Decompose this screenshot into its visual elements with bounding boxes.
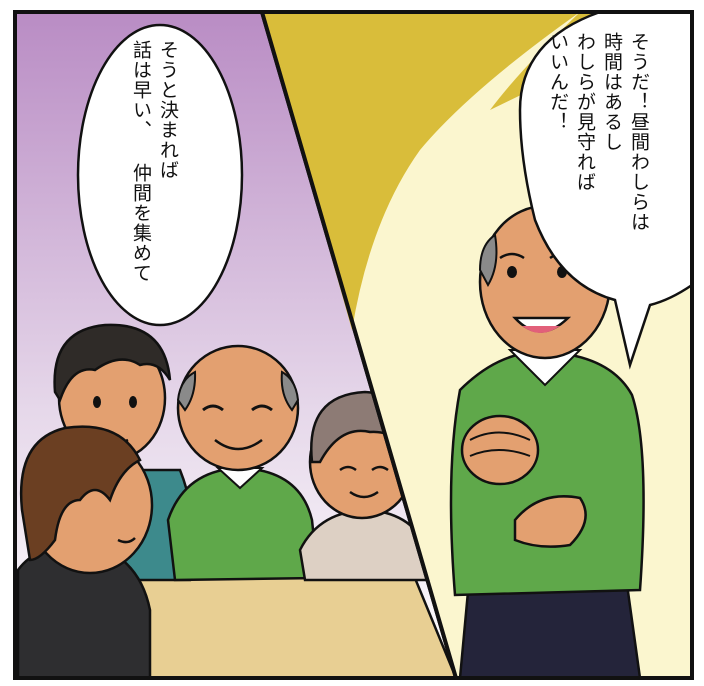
speech-bubble-left (76, 23, 244, 327)
speech-line: 話は早い、 仲間を集めて (130, 40, 152, 283)
speech-text-left: そうと決まれば 話は早い、 仲間を集めて (127, 40, 181, 283)
right-panel (259, 10, 694, 680)
speech-line: 時間はあるし (601, 32, 623, 152)
character-bald-old-man-left (166, 344, 320, 582)
speech-line: わしらが見守れば (574, 32, 596, 192)
right-panel-frame (259, 10, 694, 680)
speech-line: いいんだ！ (547, 32, 569, 132)
speech-line: そうと決まれば (157, 40, 179, 180)
speech-line: そうだ！昼間わしらは (628, 32, 650, 232)
speech-text-right: そうだ！昼間わしらは 時間はあるし わしらが見守れば いいんだ！ (544, 32, 652, 232)
left-panel (13, 10, 459, 680)
speech-bubble-right (518, 10, 694, 370)
character-boy-front (16, 425, 154, 680)
